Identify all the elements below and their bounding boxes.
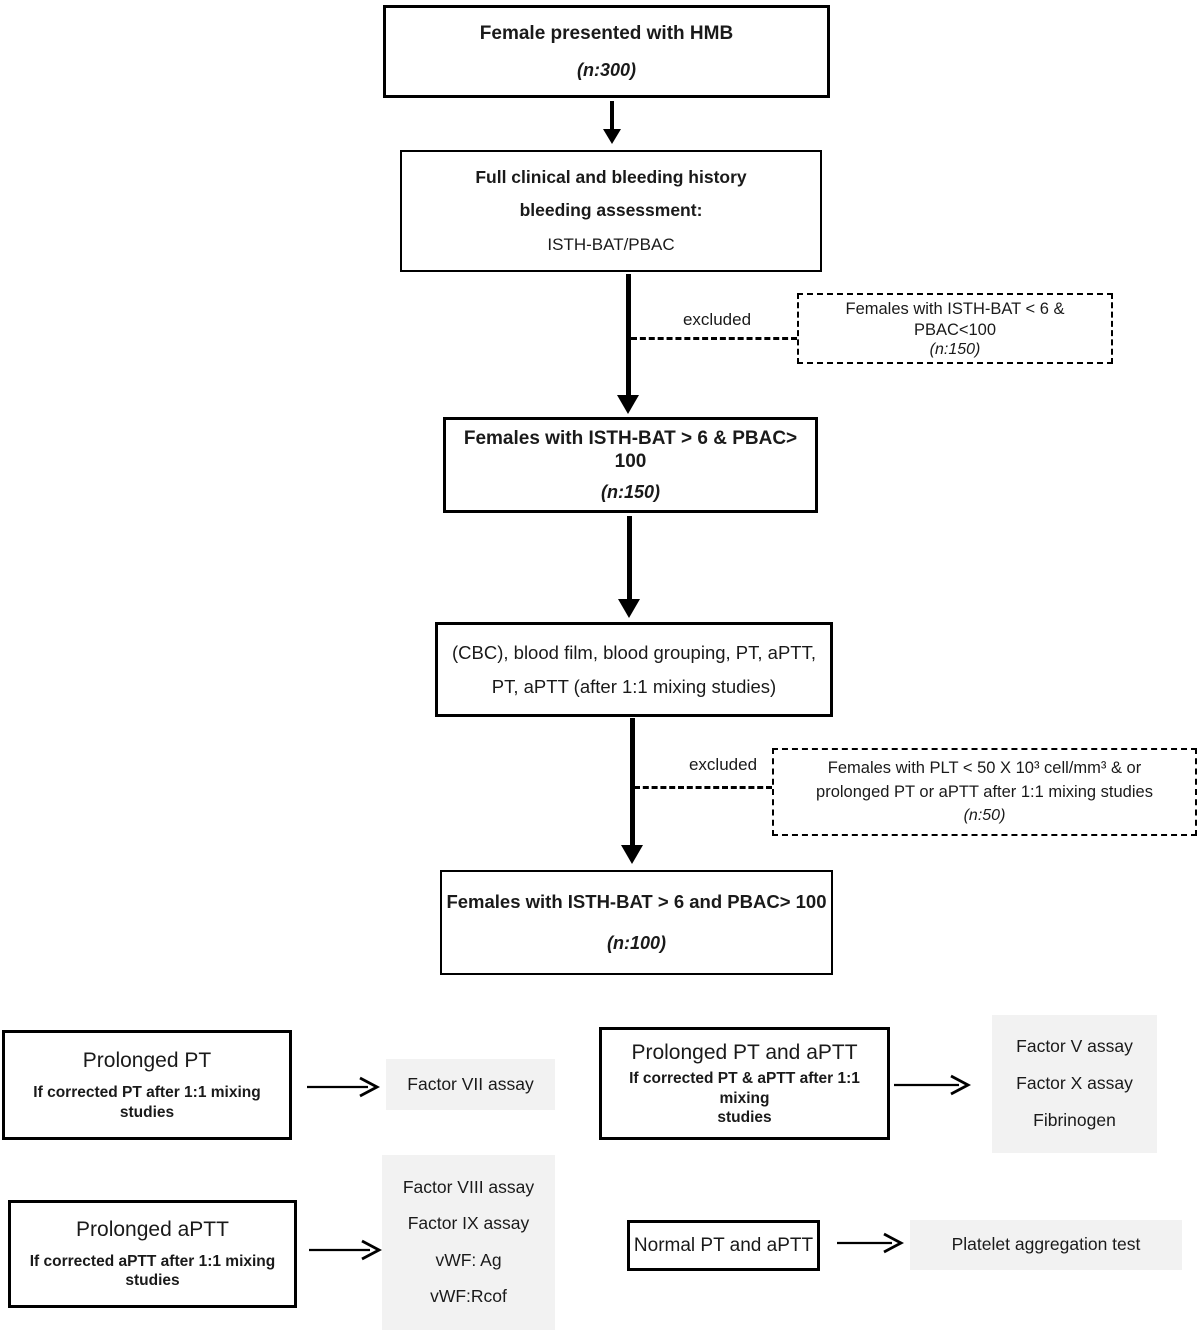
excluded-box2-line1: Females with PLT < 50 X 10³ cell/mm³ & o… bbox=[827, 758, 1142, 777]
box-clinical-history-line3: ISTH-BAT/PBAC bbox=[547, 234, 675, 254]
box-prolonged-aptt: Prolonged aPTT If corrected aPTT after 1… bbox=[8, 1200, 297, 1308]
condition-line2: studies bbox=[125, 1272, 180, 1290]
result-fibrinogen: Fibrinogen bbox=[1033, 1110, 1116, 1131]
condition-line1: If corrected PT & aPTT after 1:1 mixing bbox=[629, 1070, 860, 1107]
box-prolonged-pt: Prolonged PT If corrected PT after 1:1 m… bbox=[2, 1030, 292, 1140]
result-platelet-aggregation: Platelet aggregation test bbox=[951, 1234, 1141, 1255]
box-female-presented-title: Female presented with HMB bbox=[479, 22, 734, 44]
arrow-shaft bbox=[626, 516, 632, 599]
condition-line1: If corrected aPTT after 1:1 mixing bbox=[29, 1252, 276, 1270]
condition-line2: studies bbox=[717, 1109, 772, 1127]
arrow-head bbox=[603, 129, 621, 144]
box-lab-tests-line2: PT, aPTT (after 1:1 mixing studies) bbox=[491, 676, 777, 698]
arrow-right-pt bbox=[306, 1075, 380, 1104]
result-factor-ix: Factor IX assay bbox=[407, 1213, 530, 1234]
excluded-box1-line1: Females with ISTH-BAT < 6 & PBAC<100 bbox=[845, 300, 1065, 339]
box-lab-tests: (CBC), blood film, blood grouping, PT, a… bbox=[435, 622, 833, 717]
box-prolonged-pt-title: Prolonged PT bbox=[82, 1049, 212, 1072]
box-female-presented-count: (n:300) bbox=[576, 59, 636, 80]
box-included-100-title: Females with ISTH-BAT > 6 and PBAC> 100 bbox=[446, 891, 827, 913]
result-factor-viii: Factor VIII assay bbox=[402, 1177, 535, 1198]
arrow-shaft bbox=[625, 274, 631, 395]
box-female-presented: Female presented with HMB (n:300) bbox=[383, 5, 830, 98]
arrow-head bbox=[621, 845, 643, 864]
box-included-150-title: Females with ISTH-BAT > 6 & PBAC> 100 bbox=[463, 427, 798, 473]
box-prolonged-pt-aptt-condition: If corrected PT & aPTT after 1:1 mixing … bbox=[610, 1069, 879, 1127]
box-normal-pt-aptt: Normal PT and aPTT bbox=[627, 1220, 820, 1271]
result-factor-vii: Factor VII assay bbox=[407, 1073, 534, 1094]
result-factor-v: Factor V assay bbox=[1016, 1036, 1133, 1057]
box-clinical-history-line1: Full clinical and bleeding history bbox=[475, 167, 747, 188]
box-clinical-history: Full clinical and bleeding history bleed… bbox=[400, 150, 822, 272]
box-included-100: Females with ISTH-BAT > 6 and PBAC> 100 … bbox=[440, 870, 833, 975]
excluded-connector-1 bbox=[631, 337, 797, 340]
arrow-down-2 bbox=[617, 274, 639, 414]
arrow-head bbox=[617, 395, 639, 414]
box-prolonged-pt-aptt-title: Prolonged PT and aPTT bbox=[631, 1040, 858, 1064]
box-prolonged-aptt-condition: If corrected aPTT after 1:1 mixing studi… bbox=[30, 1252, 276, 1291]
box-normal-pt-aptt-title: Normal PT and aPTT bbox=[633, 1234, 814, 1256]
result-vwf-ag: vWF: Ag bbox=[435, 1249, 502, 1270]
arrow-down-1 bbox=[602, 101, 622, 144]
result-box-factor-viii-ix-vwf: Factor VIII assay Factor IX assay vWF: A… bbox=[382, 1155, 555, 1330]
arrow-right-normal bbox=[836, 1231, 904, 1260]
box-included-150: Females with ISTH-BAT > 6 & PBAC> 100 (n… bbox=[443, 417, 818, 513]
excluded-label-1: excluded bbox=[682, 310, 752, 329]
result-box-factor-vii: Factor VII assay bbox=[386, 1059, 555, 1110]
dashed-box-excluded-1: Females with ISTH-BAT < 6 & PBAC<100 (n:… bbox=[797, 293, 1113, 364]
box-lab-tests-line1: (CBC), blood film, blood grouping, PT, a… bbox=[452, 641, 816, 663]
box-prolonged-pt-aptt: Prolonged PT and aPTT If corrected PT & … bbox=[599, 1027, 890, 1140]
excluded-box2-count: (n:50) bbox=[963, 807, 1006, 825]
result-box-platelet-aggregation: Platelet aggregation test bbox=[910, 1220, 1182, 1270]
box-clinical-history-line2: bleeding assessment: bbox=[519, 200, 703, 221]
excluded-connector-2 bbox=[634, 786, 772, 789]
dashed-box-excluded-2: Females with PLT < 50 X 10³ cell/mm³ & o… bbox=[772, 748, 1197, 836]
box-prolonged-pt-condition: If corrected PT after 1:1 mixing studies bbox=[33, 1084, 261, 1121]
box-included-100-count: (n:100) bbox=[606, 933, 666, 954]
excluded-box1-count: (n:150) bbox=[929, 341, 981, 359]
result-box-factor-v-x: Factor V assay Factor X assay Fibrinogen bbox=[992, 1015, 1157, 1153]
result-vwf-rcof: vWF:Rcof bbox=[430, 1285, 507, 1306]
arrow-right-pt-aptt bbox=[893, 1073, 971, 1102]
arrow-shaft bbox=[629, 718, 635, 845]
arrow-right-aptt bbox=[308, 1238, 382, 1267]
box-included-150-count: (n:150) bbox=[600, 481, 660, 502]
arrow-down-3 bbox=[618, 516, 640, 618]
arrow-down-4 bbox=[621, 718, 643, 864]
arrow-shaft bbox=[610, 101, 614, 129]
result-factor-x: Factor X assay bbox=[1016, 1073, 1133, 1094]
box-prolonged-aptt-title: Prolonged aPTT bbox=[76, 1218, 229, 1242]
excluded-label-2: excluded bbox=[688, 755, 758, 774]
excluded-box2-line2: prolonged PT or aPTT after 1:1 mixing st… bbox=[816, 783, 1153, 801]
arrow-head bbox=[618, 599, 640, 618]
